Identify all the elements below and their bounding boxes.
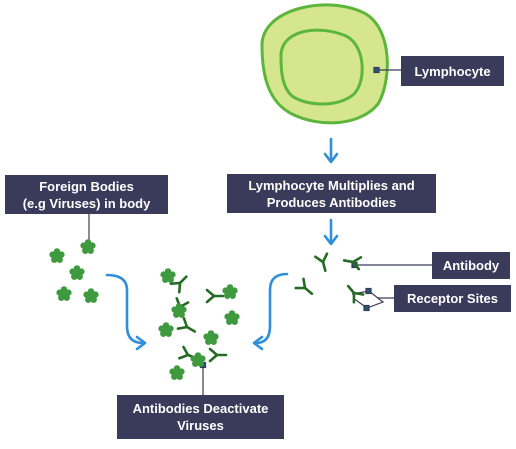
antibody-icon [208, 347, 228, 363]
arrow-icon [323, 218, 339, 246]
connector-dot [363, 304, 370, 312]
virus-icon [56, 286, 72, 301]
virus-icon [160, 268, 176, 283]
virus-icon [69, 265, 85, 280]
virus-icon [80, 239, 96, 254]
virus-icon [158, 322, 174, 337]
label-multiplies: Lymphocyte Multiplies and Produces Antib… [227, 174, 436, 213]
virus-cluster-free [49, 239, 99, 303]
arrow-icon [323, 137, 339, 164]
label-deactivate: Antibodies Deactivate Viruses [117, 395, 284, 439]
antibody-icon [205, 288, 225, 304]
connector-receptor [351, 290, 385, 309]
antibody-cluster-bound [169, 271, 228, 366]
antibody-icon [314, 252, 333, 274]
connector-dot [365, 287, 372, 295]
antibody-cluster-free [294, 252, 365, 304]
connector-dot [373, 66, 380, 74]
lymphocyte-cell [260, 3, 389, 125]
arrow-icon [105, 273, 147, 351]
flow-arrows [105, 137, 339, 351]
antibody-icon [176, 317, 200, 338]
cell-nucleus [279, 28, 364, 106]
virus-icon [224, 310, 240, 325]
virus-icon [190, 352, 206, 367]
antibody-icon [294, 277, 318, 300]
virus-icon [49, 248, 65, 263]
arrow-icon [252, 272, 289, 351]
virus-icon [169, 365, 185, 380]
virus-icon [203, 330, 219, 345]
virus-icon [83, 288, 99, 303]
label-foreign-bodies: Foreign Bodies (e.g Viruses) in body [5, 175, 168, 214]
label-lymphocyte: Lymphocyte [401, 56, 504, 86]
label-antibody: Antibody [432, 252, 510, 279]
virus-icon [222, 284, 238, 299]
label-receptor-sites: Receptor Sites [394, 285, 511, 312]
